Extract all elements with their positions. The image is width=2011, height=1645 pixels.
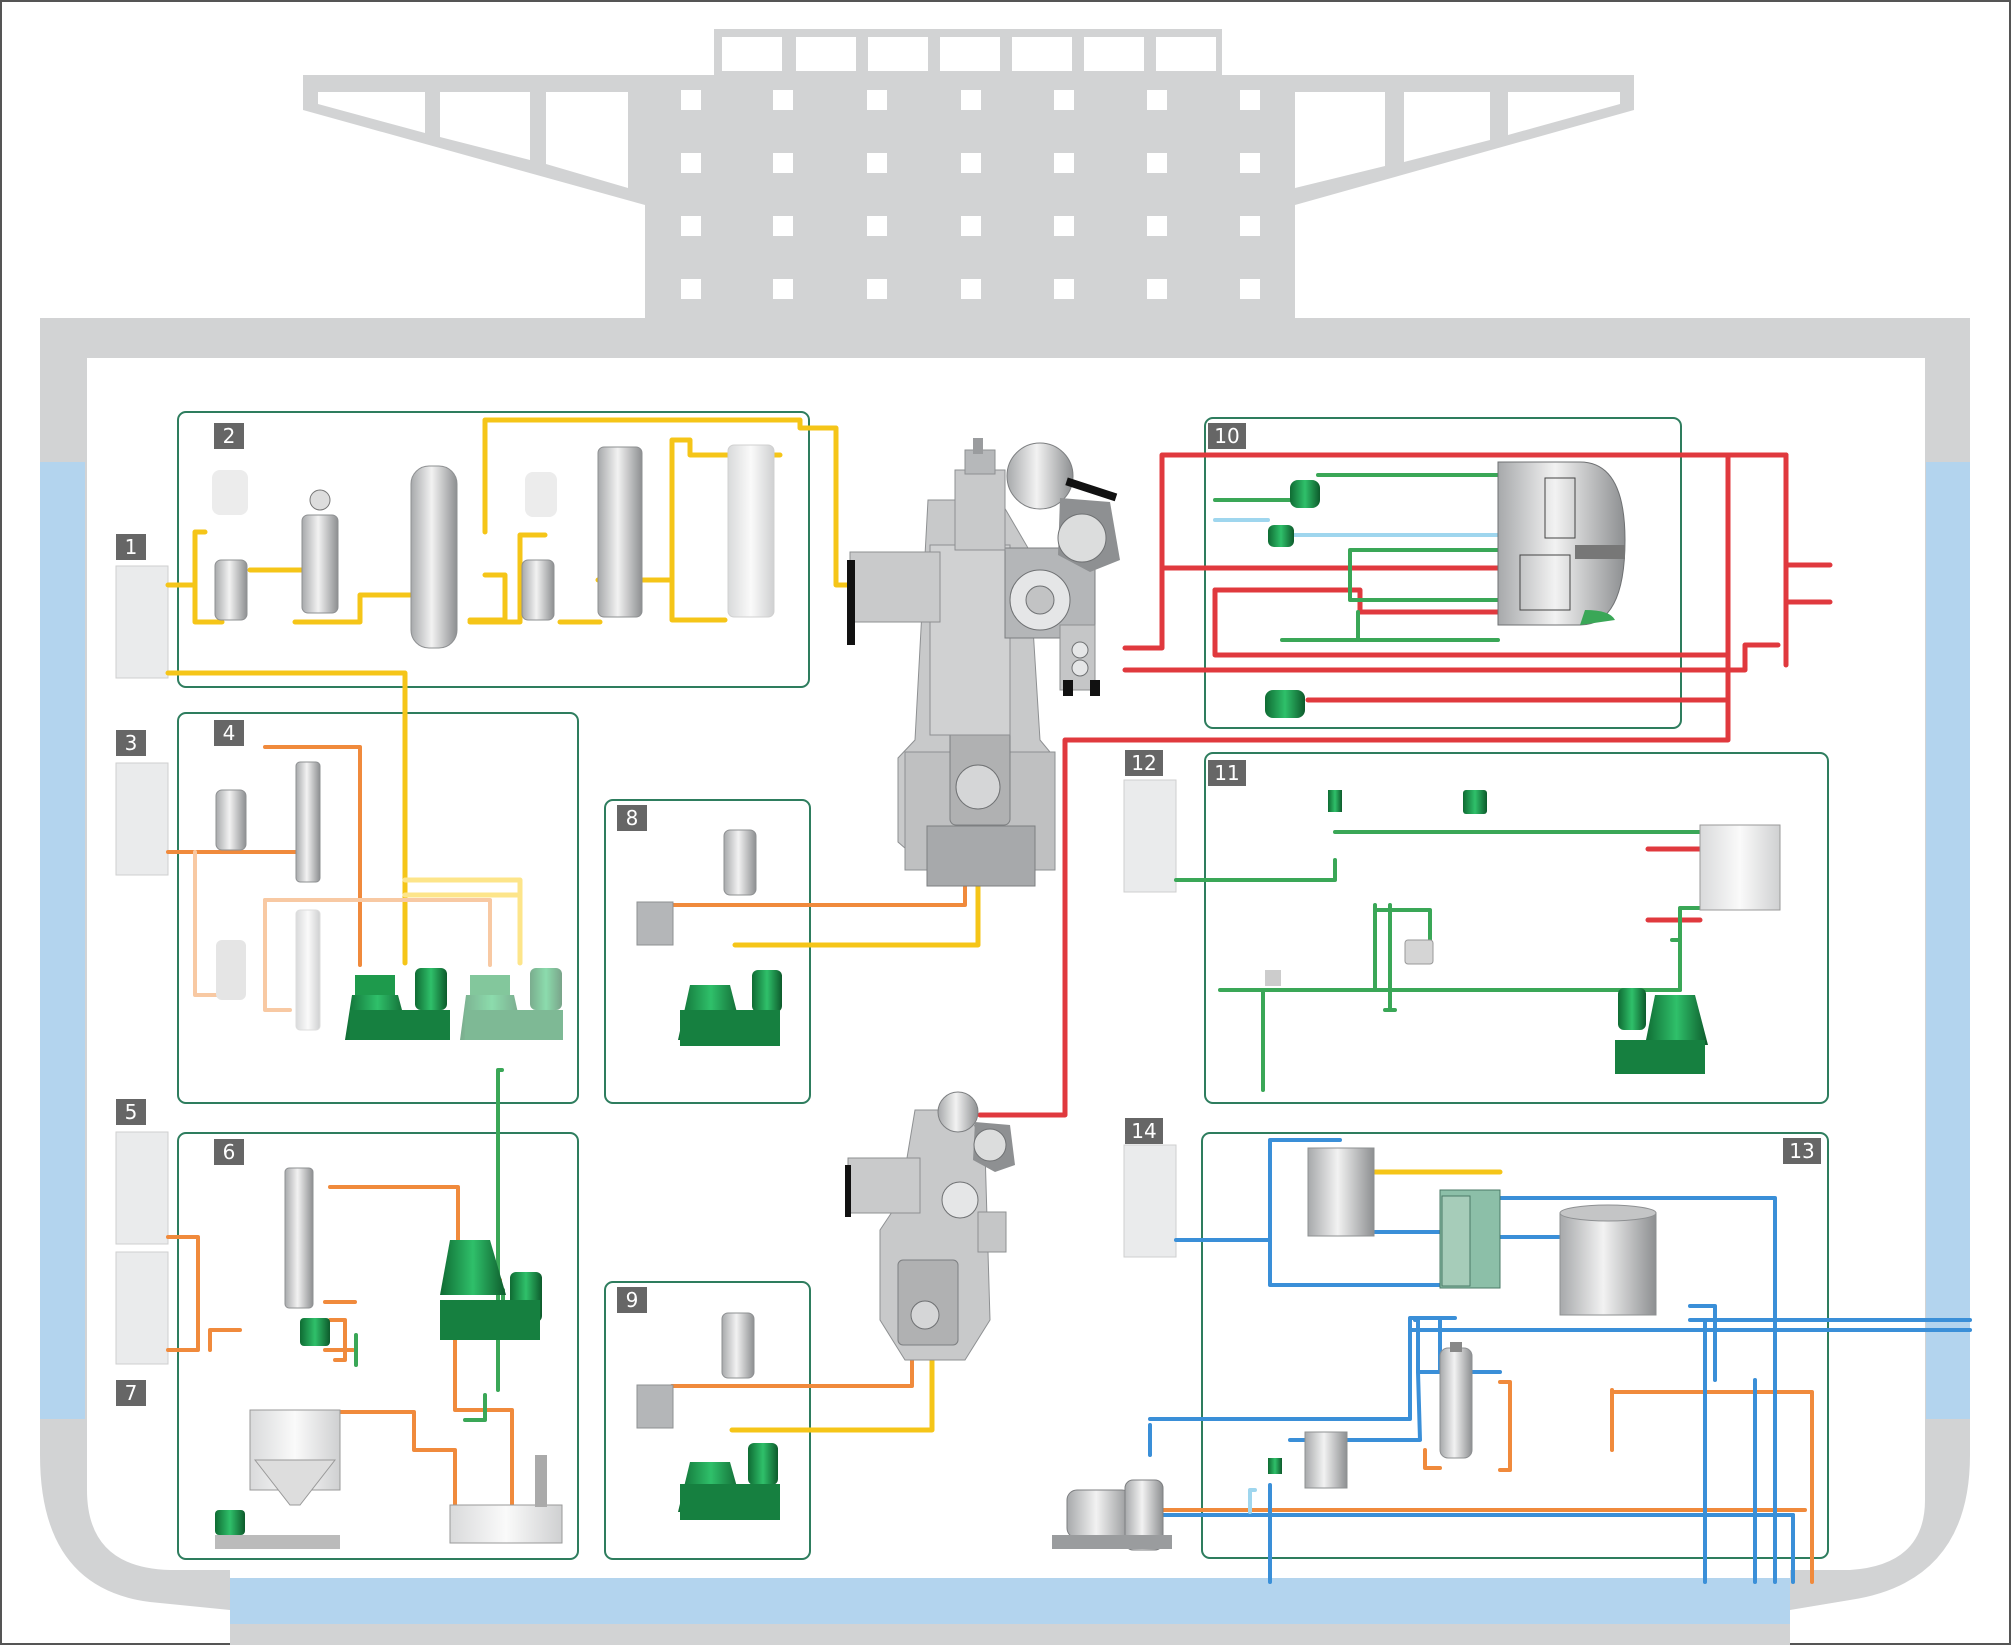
label-section-14: 14 [1125, 1118, 1163, 1144]
label-section-8: 8 [617, 805, 647, 831]
label-section-9: 9 [617, 1287, 647, 1313]
main-engine [847, 438, 1120, 887]
label-section-11: 11 [1208, 760, 1246, 786]
fuel-lines-light [402, 877, 523, 966]
superstructure [303, 29, 1634, 318]
fuel-treatment-equipment [212, 444, 775, 649]
separator-4a [345, 968, 450, 1040]
superstructure-portholes [681, 90, 1260, 299]
label-section-1: 1 [116, 534, 146, 560]
label-section-13: 13 [1783, 1138, 1821, 1164]
misc-equipment [215, 480, 1781, 1549]
ballast-left [40, 462, 85, 1419]
ballast-right [1926, 462, 1970, 1419]
label-section-2: 2 [214, 423, 244, 449]
superstructure-windows [318, 37, 1620, 188]
separator-6 [440, 1240, 542, 1340]
water-lines [1148, 1138, 1972, 1584]
exhaust-boiler [1497, 461, 1626, 626]
label-section-6: 6 [214, 1139, 244, 1165]
section-frames [177, 411, 1829, 1560]
label-section-5: 5 [116, 1099, 146, 1125]
oil-lines-light [193, 850, 492, 1012]
separator-9 [678, 1443, 780, 1520]
exhaust-lines [977, 452, 1833, 1118]
oil-lines [166, 745, 1814, 1584]
separator-4b [460, 968, 563, 1040]
water-treatment [1052, 1147, 1657, 1551]
label-section-3: 3 [116, 730, 146, 756]
separators [345, 968, 1708, 1520]
ballast-bottom [230, 1578, 1790, 1624]
label-section-12: 12 [1125, 750, 1163, 776]
label-section-4: 4 [214, 720, 244, 746]
tanks [115, 565, 1177, 1365]
separator-11 [1615, 988, 1708, 1074]
aux-engine [845, 1091, 1015, 1361]
fuel-lines [165, 417, 1503, 1433]
light-blue-lines [1213, 518, 1500, 1514]
separator-8 [678, 970, 782, 1046]
label-section-7: 7 [116, 1380, 146, 1406]
label-section-10: 10 [1208, 423, 1246, 449]
